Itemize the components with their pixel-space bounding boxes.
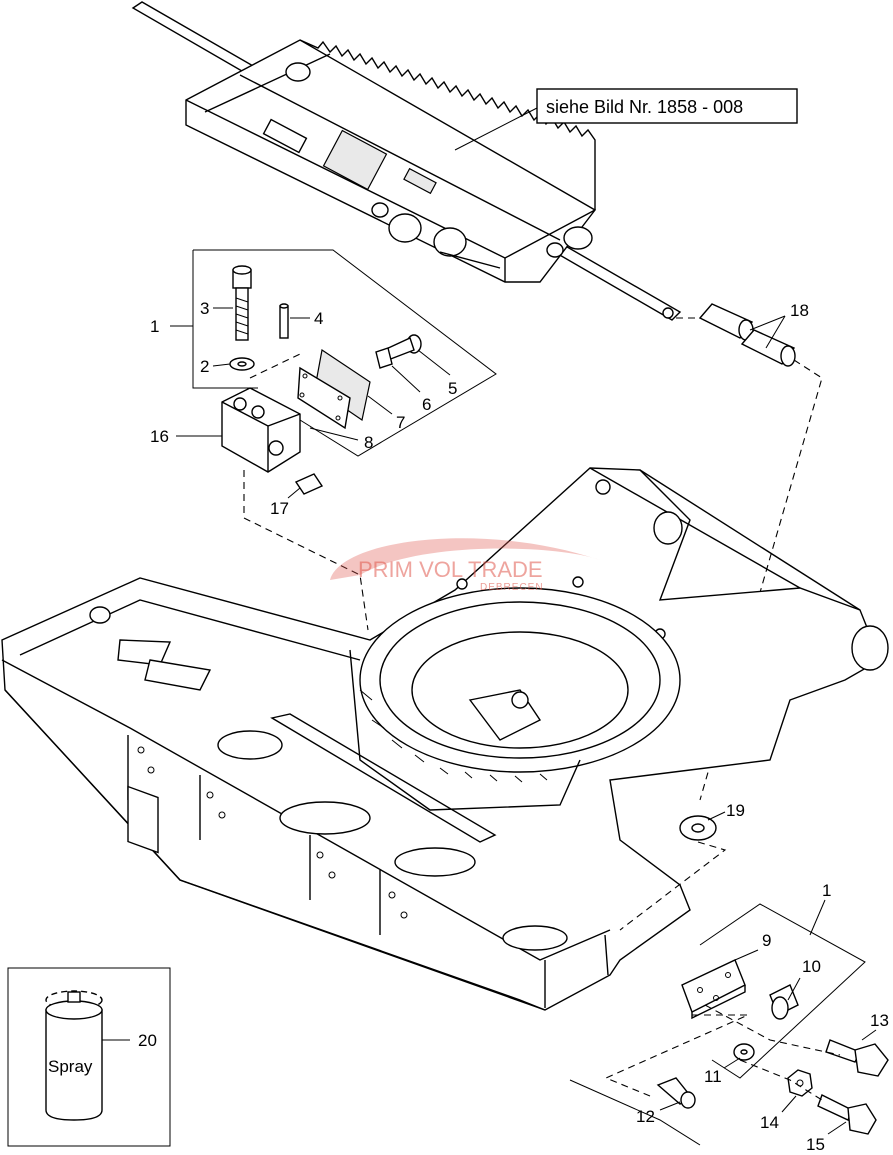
- mounting-plate: [681, 949, 759, 1020]
- label-2: 2: [200, 357, 209, 376]
- lower-kit-dash-lines: [604, 1004, 841, 1101]
- socket-screw: [232, 265, 252, 341]
- label-1-top: 1: [150, 317, 159, 336]
- label-16: 16: [150, 427, 169, 446]
- reference-note: siehe Bild Nr. 1858 - 008: [454, 88, 798, 151]
- label-11: 11: [704, 1067, 722, 1086]
- label-20: 20: [138, 1031, 157, 1050]
- flat-washer: [733, 1043, 755, 1061]
- label-1-bottom: 1: [822, 881, 831, 900]
- part-labels: 1 2 3 4 5 6 7 8 16 17 18 19 1 9 10 11 12…: [48, 299, 889, 1154]
- spray-box: [7, 967, 171, 1147]
- label-12: 12: [636, 1107, 655, 1126]
- reference-note-text: siehe Bild Nr. 1858 - 008: [546, 97, 743, 117]
- watermark-logo: PRIM VOL TRADE DEBRECEN: [330, 538, 600, 593]
- valve-kit-frame: [170, 249, 497, 457]
- label-5: 5: [448, 379, 457, 398]
- hex-bolt: [825, 1029, 889, 1077]
- label-19: 19: [726, 801, 745, 820]
- washer-large: [619, 811, 727, 931]
- lower-kit-frame: [569, 899, 866, 1146]
- label-3: 3: [200, 299, 209, 318]
- label-13: 13: [870, 1011, 889, 1030]
- slewing-ring: [349, 587, 681, 811]
- label-8: 8: [364, 433, 373, 452]
- spray-can-label: Spray: [48, 1057, 93, 1076]
- washer: [229, 357, 255, 371]
- slide-rail-assembly: [131, 1, 682, 321]
- label-10: 10: [802, 957, 821, 976]
- valve-block: [221, 387, 301, 473]
- label-15: 15: [806, 1135, 825, 1154]
- hex-bolt-long: [817, 1094, 877, 1135]
- label-4: 4: [314, 309, 323, 328]
- small-bolt: [375, 334, 422, 369]
- label-18: 18: [790, 301, 809, 320]
- lock-washer: [769, 977, 801, 1020]
- label-17: 17: [270, 499, 289, 518]
- label-7: 7: [396, 413, 405, 432]
- label-14: 14: [760, 1113, 779, 1132]
- plug: [243, 353, 369, 631]
- watermark-city: DEBRECEN: [480, 582, 544, 593]
- label-9: 9: [762, 931, 771, 950]
- watermark-name: PRIM VOL TRADE: [358, 557, 543, 582]
- flange-bolt: [656, 1077, 696, 1109]
- plate-gasket: [297, 348, 371, 430]
- label-6: 6: [422, 395, 431, 414]
- pin: [279, 303, 289, 339]
